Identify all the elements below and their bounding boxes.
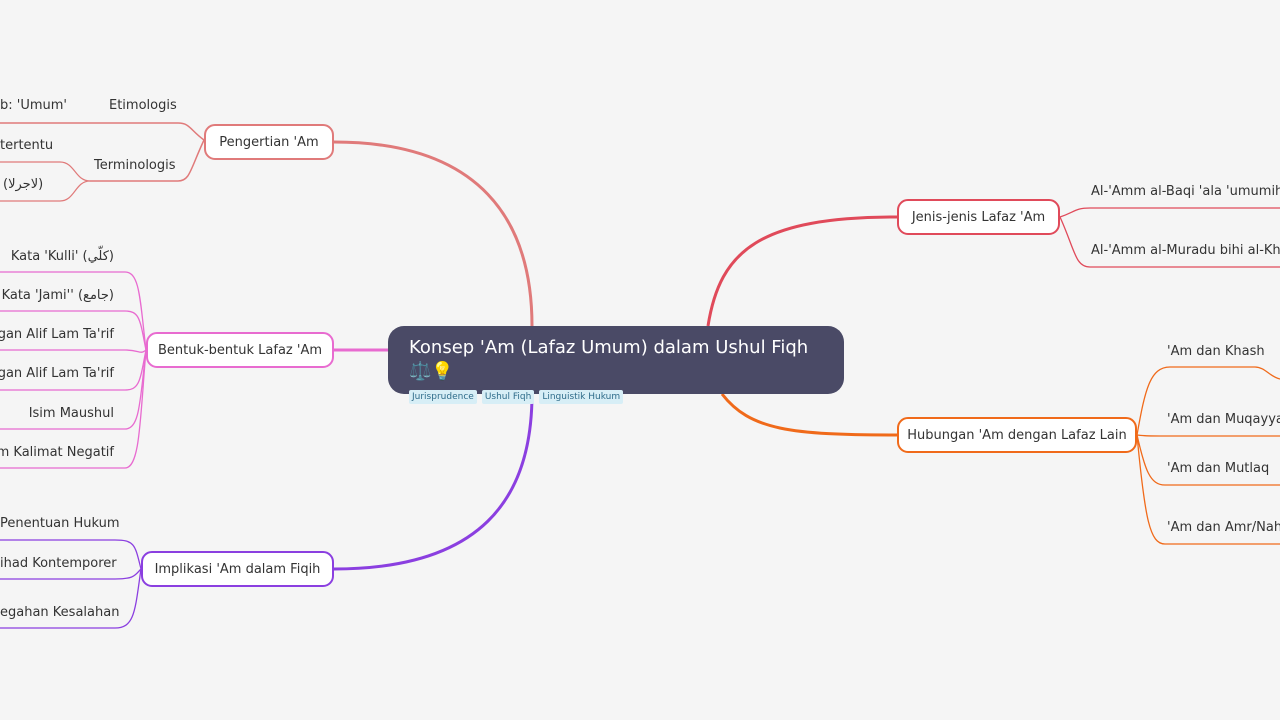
bentuk-to-alif2: [0, 349, 147, 391]
tag-linguistik-hukum[interactable]: Linguistik Hukum: [539, 390, 624, 404]
root-title-line: Konsep 'Am (Lafaz Umum) dalam Ushul Fiqh…: [409, 336, 823, 384]
implikasi-connectors: [0, 393, 534, 629]
pengertian-to-etimologi: [0, 122, 205, 141]
bentuk-to-alif1: [0, 349, 147, 353]
subtopic-etimologis[interactable]: Etimologis: [109, 98, 177, 113]
hubungan-connectors: [720, 366, 1280, 545]
bentuk-to-negatif: [0, 349, 147, 469]
root-to-implikasi: [333, 393, 534, 571]
bentuk-item-jami[interactable]: Kata 'Jami'' (جامع): [1, 288, 114, 303]
pengertian-connectors: [0, 122, 534, 327]
implikasi-to-ijtihad: [0, 568, 142, 580]
topic-implikasi[interactable]: Implikasi 'Am dalam Fiqih: [141, 551, 334, 587]
tag-ushul-fiqh[interactable]: Ushul Fiqh: [481, 390, 535, 404]
bentuk-item-isim-maushul[interactable]: Isim Maushul: [28, 406, 114, 421]
bentuk-item-kulli[interactable]: Kata 'Kulli' (كلّي): [10, 249, 114, 264]
jenis-to-baqi: [1059, 207, 1280, 218]
topic-pengertian[interactable]: Pengertian 'Am: [204, 124, 334, 160]
topic-hubungan[interactable]: Hubungan 'Am dengan Lafaz Lain: [897, 417, 1137, 453]
terminologis-child-2[interactable]: (لاجرلا): [3, 177, 44, 192]
jenis-item-baqi[interactable]: Al-'Amm al-Baqi 'ala 'umumih: [1091, 184, 1280, 199]
hubungan-to-khash: [1136, 366, 1280, 436]
bentuk-item-kalimat-negatif[interactable]: am Kalimat Negatif: [0, 445, 114, 460]
root-to-pengertian: [333, 140, 534, 327]
pengertian-to-terminologi: [90, 139, 205, 182]
hubungan-to-muqayyad: [1136, 434, 1280, 437]
hubungan-item-muqayyad[interactable]: 'Am dan Muqayyad: [1167, 412, 1280, 427]
terminologis-child-1[interactable]: tertentu: [0, 138, 54, 153]
bentuk-connectors: [0, 271, 388, 469]
implikasi-to-penentuan: [0, 539, 142, 570]
hubungan-item-mutlaq[interactable]: 'Am dan Mutlaq: [1167, 461, 1270, 476]
bentuk-to-kulli: [0, 271, 147, 351]
root-title: Konsep 'Am (Lafaz Umum) dalam Ushul Fiqh: [409, 337, 809, 358]
jenis-item-muradu[interactable]: Al-'Amm al-Muradu bihi al-Khus: [1091, 243, 1280, 258]
terminologi-to-tertentu: [0, 161, 91, 182]
hubungan-to-mutlaq: [1136, 434, 1280, 486]
hubungan-item-khash[interactable]: 'Am dan Khash: [1167, 344, 1265, 359]
etimologis-child[interactable]: b: 'Umum': [0, 98, 67, 113]
root-to-jenis: [706, 215, 898, 327]
implikasi-item-pencegahan[interactable]: egahan Kesalahan: [0, 605, 120, 620]
bentuk-item-alif-lam-2[interactable]: ngan Alif Lam Ta'rif: [0, 366, 114, 381]
root-to-hubungan: [720, 393, 898, 437]
implikasi-item-ijtihad[interactable]: ihad Kontemporer: [0, 556, 117, 571]
implikasi-to-pencegahan: [0, 568, 142, 629]
root-tags: Jurisprudence Ushul Fiqh Linguistik Huku…: [409, 390, 823, 404]
hubungan-to-amrnahi: [1136, 434, 1280, 545]
terminologi-to-lajrala: [0, 180, 91, 202]
bentuk-to-jami: [0, 310, 147, 351]
subtopic-terminologis[interactable]: Terminologis: [94, 158, 176, 173]
scale-bulb-emoji-icon: ⚖️💡: [409, 361, 454, 382]
implikasi-item-penentuan[interactable]: Penentuan Hukum: [0, 516, 120, 531]
topic-bentuk[interactable]: Bentuk-bentuk Lafaz 'Am: [146, 332, 334, 368]
root-topic[interactable]: Konsep 'Am (Lafaz Umum) dalam Ushul Fiqh…: [388, 326, 844, 404]
hubungan-item-amr-nahi[interactable]: 'Am dan Amr/Nahi: [1167, 520, 1280, 535]
topic-jenis[interactable]: Jenis-jenis Lafaz 'Am: [897, 199, 1060, 235]
jenis-to-muradu: [1059, 216, 1280, 268]
bentuk-item-alif-lam-1[interactable]: ngan Alif Lam Ta'rif: [0, 327, 114, 342]
jenis-connectors: [706, 207, 1280, 327]
tag-jurisprudence[interactable]: Jurisprudence: [409, 390, 477, 404]
